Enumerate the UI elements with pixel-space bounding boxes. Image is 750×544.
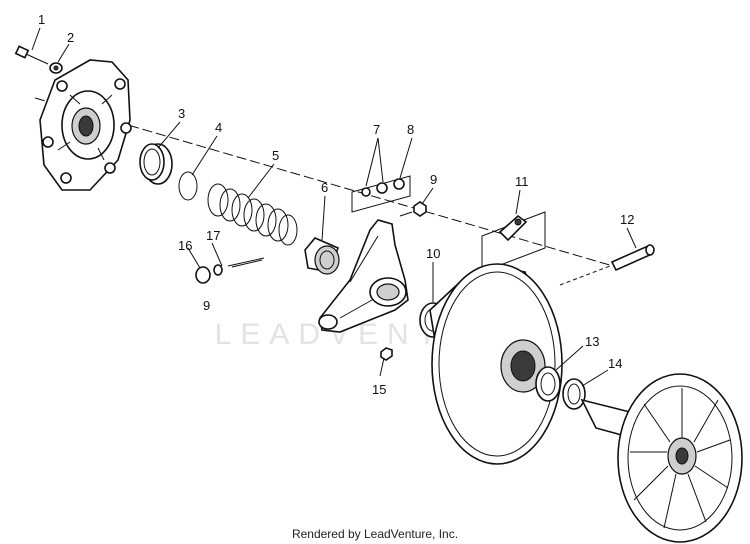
part-snap-ring: [178, 171, 198, 201]
callout-2: 2: [67, 30, 74, 45]
callout-1: 1: [38, 12, 45, 27]
part-pin-17: [227, 257, 265, 268]
callout-17: 17: [206, 228, 220, 243]
callout-14: 14: [608, 356, 622, 371]
callout-7: 7: [373, 122, 380, 137]
part-nut-15: [380, 347, 393, 361]
part-nut-9-upper: [399, 201, 427, 217]
callout-6: 6: [321, 180, 328, 195]
part-cap-16: [195, 264, 223, 284]
callout-labels: 1 2 3 4 5 6 7 8 9 11 12 10 17 16 9 13 14…: [38, 12, 634, 397]
part-nuts-7-8: [351, 175, 411, 213]
center-axis: [34, 97, 621, 269]
part-clip-11: [481, 211, 546, 273]
part-roller: [304, 237, 340, 275]
callout-4: 4: [215, 120, 222, 135]
callout-5: 5: [272, 148, 279, 163]
part-bolt: [14, 45, 49, 65]
part-spider-arm: [318, 219, 409, 333]
part-spoked-sheave: [580, 373, 743, 543]
callout-9-lower: 9: [203, 298, 210, 313]
callout-8: 8: [407, 122, 414, 137]
callout-15: 15: [372, 382, 386, 397]
part-pin-12: [559, 244, 655, 286]
part-cover-plate: [39, 59, 132, 191]
part-spring: [207, 183, 298, 246]
callout-9-upper: 9: [430, 172, 437, 187]
part-sheave: [429, 263, 563, 465]
part-ring-14: [562, 378, 586, 410]
callout-3: 3: [178, 106, 185, 121]
part-washer: [49, 62, 63, 74]
callout-16: 16: [178, 238, 192, 253]
part-bushing: [139, 143, 173, 185]
callout-11: 11: [515, 174, 529, 189]
callout-12: 12: [620, 212, 634, 227]
callout-10: 10: [426, 246, 440, 261]
callout-13: 13: [585, 334, 599, 349]
part-ring-13: [535, 366, 561, 402]
callout-leaders: [31, 27, 637, 387]
footer-credit: Rendered by LeadVenture, Inc.: [291, 527, 459, 541]
